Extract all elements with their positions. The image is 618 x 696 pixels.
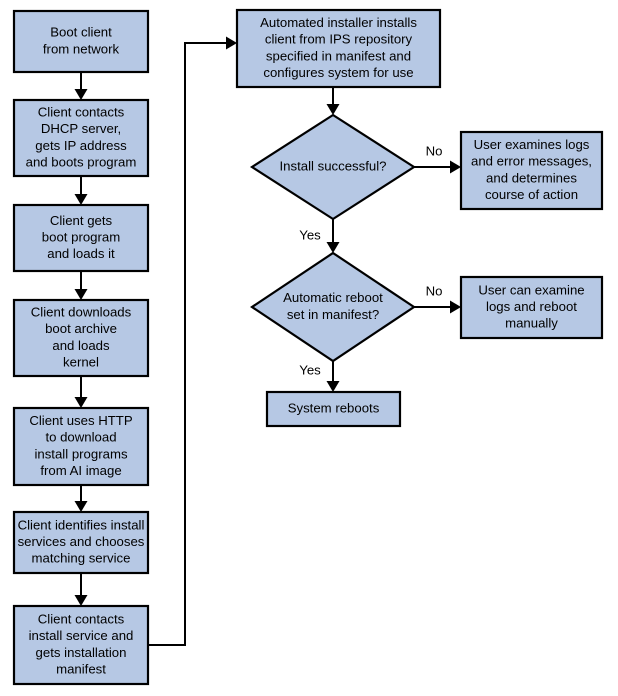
node-label-line: install service and: [29, 628, 134, 643]
edge-e-bootprog-to-archive: [74, 271, 88, 300]
node-client-identifies-install-services[interactable]: Client identifies install services and ch…: [12, 510, 150, 575]
arrowhead-icon: [74, 289, 88, 300]
arrowhead-icon: [74, 397, 88, 408]
arrowhead-icon: [326, 242, 340, 253]
node-label-line: configures system for use: [263, 65, 413, 80]
node-label-line: set in manifest?: [287, 307, 379, 322]
edge-e-boot-to-dhcp: [74, 72, 88, 100]
node-label-line: from network: [43, 41, 120, 56]
edge-label-e-reboot-no: No: [426, 283, 443, 298]
arrowhead-icon: [450, 160, 461, 174]
node-label-line: from AI image: [40, 463, 121, 478]
node-label-line: matching service: [32, 551, 131, 566]
decision-diamond: [250, 251, 416, 363]
node-label-line: services and chooses: [18, 534, 145, 549]
node-label-line: boot program: [42, 229, 120, 244]
node-label-line: System reboots: [288, 400, 380, 415]
process-box: [12, 406, 150, 487]
edge-e-services-to-manifest: [74, 573, 88, 606]
process-box: [12, 98, 150, 178]
arrowhead-icon: [74, 89, 88, 100]
arrowhead-icon: [326, 381, 340, 392]
node-automatic-reboot-set[interactable]: Automatic reboot set in manifest?: [250, 251, 416, 363]
process-box: [12, 203, 150, 273]
edge-e-reboot-no: [414, 300, 461, 314]
process-box: [265, 390, 402, 428]
node-automated-installer-installs[interactable]: Automated installer installs client from …: [235, 8, 442, 89]
node-label-line: and boots program: [26, 154, 137, 169]
node-label-line: Boot client: [50, 25, 112, 40]
edge-e-install-no: [414, 160, 461, 174]
process-box: [12, 604, 150, 686]
node-label-line: Client contacts: [38, 612, 125, 627]
process-box: [459, 130, 604, 211]
arrowhead-icon: [74, 501, 88, 512]
arrowhead-icon: [226, 36, 237, 50]
node-label-line: and loads it: [47, 246, 115, 261]
edges-layer: [74, 36, 461, 646]
node-label-line: boot archive: [45, 321, 117, 336]
node-label-line: Client uses HTTP: [29, 413, 133, 428]
node-label-line: User examines logs: [474, 137, 590, 152]
node-label-line: Automated installer installs: [260, 15, 417, 30]
process-box: [12, 510, 150, 575]
node-label-line: User can examine: [478, 282, 584, 297]
edge-e-install-yes: [326, 219, 340, 253]
edge-e-dhcp-to-bootprog: [74, 176, 88, 205]
node-label-line: course of action: [485, 187, 578, 202]
node-label-line: and loads: [52, 338, 110, 353]
node-label-line: and error messages,: [471, 154, 592, 169]
node-label-line: Client gets: [50, 213, 113, 228]
edge-label-e-reboot-yes: Yes: [299, 362, 321, 377]
edge-e-installer-to-install-successful: [326, 87, 340, 115]
node-label-line: manually: [505, 316, 558, 331]
edge-label-e-install-no: No: [426, 143, 443, 158]
edge-line: [148, 42, 231, 646]
node-label-line: client from IPS repository: [265, 32, 413, 47]
node-label-line: to download: [45, 430, 116, 445]
process-box: [12, 9, 150, 74]
node-label-line: Client downloads: [31, 305, 132, 320]
node-user-examines-logs[interactable]: User examines logs and error messages,and…: [459, 130, 604, 211]
node-label-line: manifest: [56, 661, 106, 676]
edge-e-reboot-yes: [326, 361, 340, 392]
node-label-line: Install successful?: [279, 158, 386, 173]
node-label-line: logs and reboot: [486, 299, 577, 314]
node-label-line: install programs: [34, 446, 127, 461]
node-label-line: DHCP server,: [41, 121, 121, 136]
node-label-line: and determines: [486, 170, 577, 185]
arrowhead-icon: [74, 194, 88, 205]
node-install-successful[interactable]: Install successful?: [249, 113, 417, 221]
process-box: [235, 8, 442, 89]
arrowhead-icon: [450, 300, 461, 314]
edge-e-manifest-to-installer: [148, 36, 237, 646]
edge-e-http-to-services: [74, 485, 88, 512]
edge-label-e-install-yes: Yes: [299, 227, 321, 242]
node-user-can-examine-logs[interactable]: User can examine logs and reboot manually: [459, 275, 604, 340]
node-label-line: Automatic reboot: [283, 290, 383, 305]
node-label-line: specified in manifest and: [266, 48, 411, 63]
decision-diamond: [249, 113, 417, 221]
node-label-line: Client contacts: [38, 105, 125, 120]
arrowhead-icon: [326, 104, 340, 115]
node-system-reboots[interactable]: System reboots: [265, 390, 402, 428]
arrowhead-icon: [74, 595, 88, 606]
edge-e-archive-to-http: [74, 376, 88, 408]
node-label-line: gets installation: [36, 645, 127, 660]
node-label-line: gets IP address: [35, 138, 127, 153]
process-box: [459, 275, 604, 340]
node-label-line: kernel: [63, 354, 99, 369]
node-label-line: Client identifies install: [18, 517, 145, 532]
process-box: [12, 298, 150, 378]
